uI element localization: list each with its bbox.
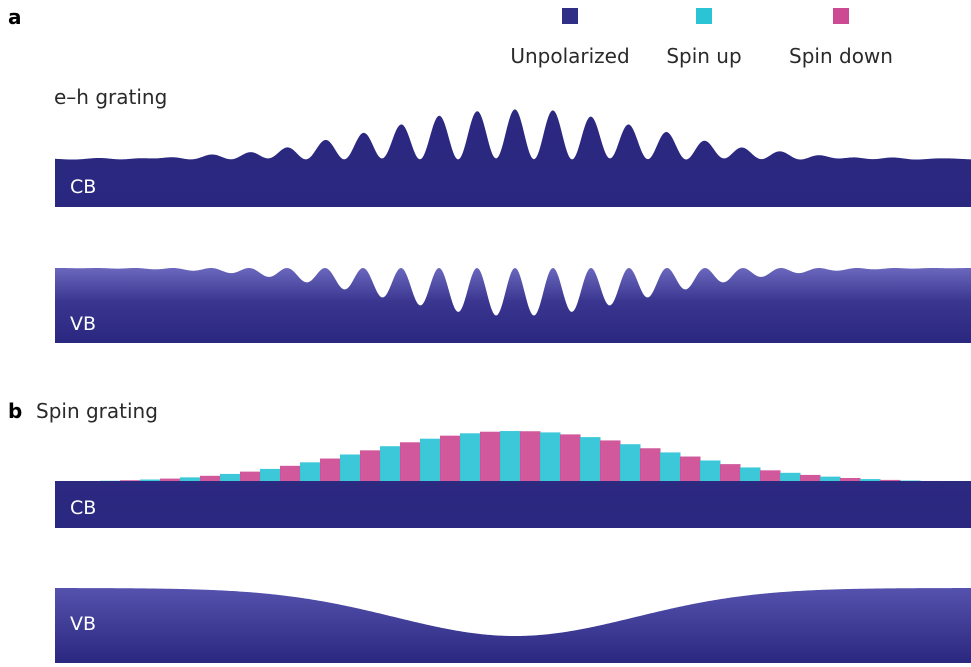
panel-b-spin-grating — [100, 431, 941, 483]
panel-a-vb-label: VB — [70, 313, 96, 335]
spin-up-stripe — [300, 462, 321, 483]
spin-down-stripe — [400, 442, 421, 483]
legend-label-spin-up: Spin up — [666, 44, 741, 68]
spin-up-stripe — [180, 477, 201, 483]
spin-down-stripe — [800, 474, 821, 483]
spin-down-stripe — [520, 431, 541, 483]
spin-up-stripe — [220, 473, 241, 483]
spin-up-stripe — [420, 438, 441, 483]
panel-b-letter: b — [8, 399, 22, 423]
panel-b-cb-label: CB — [70, 497, 96, 519]
spin-down-stripe — [360, 450, 381, 483]
spin-down-stripe — [280, 465, 301, 483]
panel-a-conduction-band — [55, 109, 971, 207]
spin-up-stripe — [380, 446, 401, 483]
legend-swatch-spin-down — [833, 8, 849, 24]
spin-up-stripe — [500, 431, 521, 483]
spin-up-stripe — [660, 452, 681, 483]
spin-up-stripe — [540, 432, 561, 483]
spin-down-stripe — [240, 471, 261, 483]
spin-up-stripe — [260, 468, 281, 483]
panel-a-valence-band — [55, 268, 971, 343]
spin-down-stripe — [480, 431, 501, 483]
spin-up-stripe — [740, 467, 761, 483]
panel-b-conduction-band — [55, 481, 971, 528]
spin-up-stripe — [780, 472, 801, 483]
spin-up-stripe — [580, 437, 601, 483]
legend-label-spin-down: Spin down — [789, 44, 893, 68]
legend: Unpolarized Spin up Spin down — [510, 8, 893, 68]
spin-down-stripe — [560, 434, 581, 483]
spin-up-stripe — [620, 444, 641, 483]
spin-down-stripe — [640, 448, 661, 483]
spin-down-stripe — [760, 470, 781, 483]
panel-b-title: Spin grating — [36, 399, 158, 423]
legend-swatch-unpolarized — [562, 8, 578, 24]
spin-down-stripe — [720, 464, 741, 483]
spin-down-stripe — [680, 456, 701, 483]
spin-up-stripe — [340, 454, 361, 483]
panel-a-title: e–h grating — [54, 85, 167, 109]
panel-a-letter: a — [8, 5, 22, 29]
spin-down-stripe — [160, 478, 181, 483]
legend-label-unpolarized: Unpolarized — [510, 44, 629, 68]
spin-up-stripe — [820, 476, 841, 483]
panel-a-cb-label: CB — [70, 176, 96, 198]
spin-down-stripe — [200, 475, 221, 483]
spin-down-stripe — [600, 440, 621, 483]
spin-down-stripe — [320, 458, 341, 483]
spin-down-stripe — [440, 435, 461, 483]
legend-swatch-spin-up — [696, 8, 712, 24]
spin-up-stripe — [700, 460, 721, 483]
panel-b-valence-band — [55, 588, 971, 663]
panel-b-vb-label: VB — [70, 613, 96, 635]
spin-up-stripe — [460, 433, 481, 483]
spin-down-stripe — [840, 478, 861, 483]
